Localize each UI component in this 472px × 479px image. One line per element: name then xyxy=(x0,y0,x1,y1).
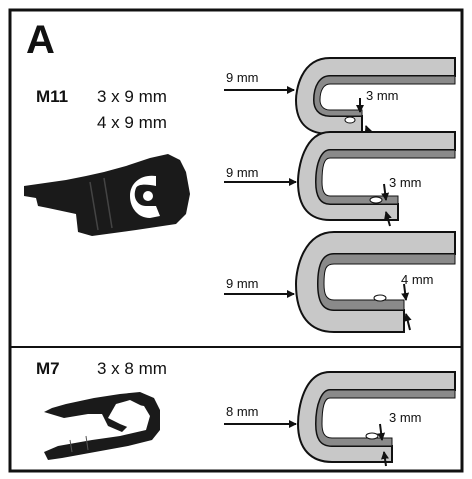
size-label-m7-1: 3 x 8 mm xyxy=(97,359,167,378)
hook-diagram-2 xyxy=(224,131,456,227)
width-label-2: 9 mm xyxy=(226,165,259,180)
size-label-m11-1: 3 x 9 mm xyxy=(97,87,167,106)
gap-arrow-bottom-4 xyxy=(381,451,389,467)
gap-label-2: 3 mm xyxy=(389,175,422,190)
m11-adapter-image xyxy=(24,154,190,236)
model-label-m7: M7 xyxy=(36,359,60,378)
width-label-4: 8 mm xyxy=(226,404,259,419)
width-label-1: 9 mm xyxy=(226,70,259,85)
gap-arrow-top-4 xyxy=(377,423,386,441)
hook-diagram-1 xyxy=(224,57,456,143)
hook-diagram-3 xyxy=(224,231,456,333)
gap-arrow-bottom-2 xyxy=(384,211,392,227)
width-label-3: 9 mm xyxy=(226,276,259,291)
gap-arrow-bottom-3 xyxy=(403,313,412,331)
hook-diagram-4 xyxy=(224,371,456,467)
outer-border xyxy=(8,8,464,473)
panel-letter: A xyxy=(26,18,55,62)
gap-label-1: 3 mm xyxy=(366,88,399,103)
m7-adapter-image xyxy=(44,392,160,460)
size-label-m11-2: 4 x 9 mm xyxy=(97,113,167,132)
gap-label-3: 4 mm xyxy=(401,272,434,287)
gap-arrow-top-3 xyxy=(401,283,410,301)
model-label-m11: M11 xyxy=(36,87,69,106)
gap-label-4: 3 mm xyxy=(389,410,422,425)
gap-arrow-top-2 xyxy=(381,183,390,201)
